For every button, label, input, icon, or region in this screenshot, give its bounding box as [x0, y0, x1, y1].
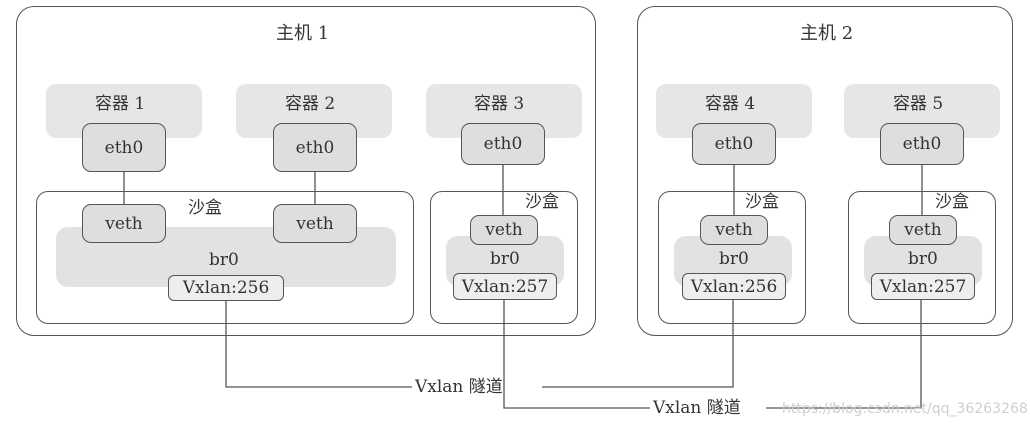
sandbox-3-label: 沙盒 — [745, 192, 779, 212]
sandbox-3-vxlan: Vxlan:256 — [682, 273, 786, 300]
container-4-eth0: eth0 — [692, 123, 776, 165]
container-1-label: 容器 1 — [95, 94, 146, 114]
bridge-3-label: br0 — [719, 249, 749, 269]
tunnel-2-label: Vxlan 隧道 — [653, 398, 741, 418]
sandbox-1-vxlan: Vxlan:256 — [168, 275, 284, 301]
container-2-label: 容器 2 — [285, 94, 336, 114]
sandbox-2-vxlan: Vxlan:257 — [453, 273, 557, 300]
container-2-eth0: eth0 — [273, 123, 357, 172]
tunnel-1-label: Vxlan 隧道 — [415, 377, 503, 397]
sandbox-2-veth: veth — [470, 215, 538, 245]
container-1-eth0: eth0 — [82, 123, 166, 172]
bridge-2-label: br0 — [490, 249, 520, 269]
host-2-title: 主机 2 — [800, 23, 854, 44]
sandbox-2-label: 沙盒 — [525, 192, 559, 212]
container-5-eth0: eth0 — [880, 123, 964, 165]
host-1-title: 主机 1 — [276, 23, 330, 44]
tunnel-2-line-right — [766, 300, 922, 409]
sandbox-4-veth: veth — [889, 215, 957, 245]
container-4-label: 容器 4 — [705, 94, 756, 114]
watermark: https://blog.csdn.net/qq_36263268 — [782, 401, 1028, 417]
tunnel-1-line — [225, 301, 412, 388]
container-3-label: 容器 3 — [474, 94, 525, 114]
sandbox-1-veth-2: veth — [273, 204, 357, 243]
sandbox-1-veth-1: veth — [82, 204, 166, 243]
sandbox-1-label: 沙盒 — [188, 198, 222, 218]
sandbox-4-vxlan: Vxlan:257 — [871, 273, 975, 300]
container-3-eth0: eth0 — [461, 123, 545, 165]
tunnel-2-line — [503, 300, 650, 409]
container-5-label: 容器 5 — [893, 94, 944, 114]
sandbox-3-veth: veth — [700, 215, 768, 245]
sandbox-4-label: 沙盒 — [935, 192, 969, 212]
bridge-4-label: br0 — [908, 249, 938, 269]
bridge-1-label: br0 — [209, 250, 239, 270]
tunnel-1-line-right — [542, 300, 734, 388]
